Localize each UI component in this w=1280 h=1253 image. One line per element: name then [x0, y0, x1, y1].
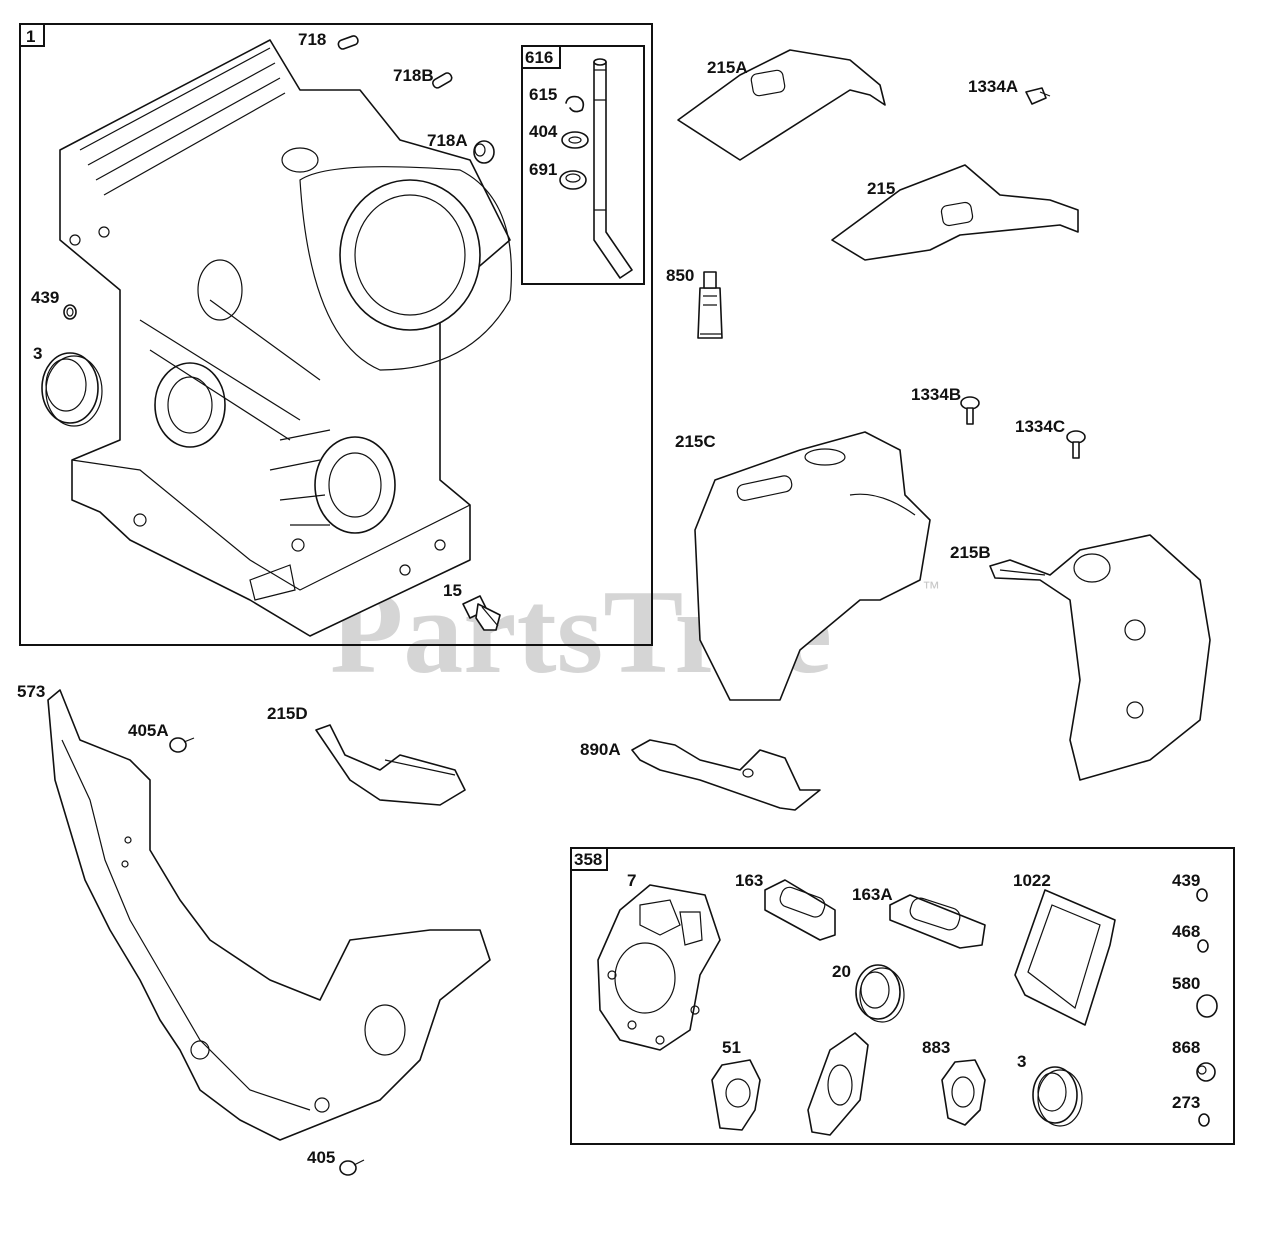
part-439-o-ring[interactable] [63, 304, 77, 320]
label-20: 20 [832, 962, 851, 981]
part-3-oil-seal[interactable] [41, 352, 103, 427]
label-404: 404 [529, 122, 558, 141]
part-718-dowel-pin[interactable] [337, 35, 359, 50]
label-850: 850 [666, 266, 694, 285]
label-15: 15 [443, 581, 462, 600]
part-573-blower-housing-base[interactable] [47, 689, 491, 1141]
part-215-air-guide[interactable] [831, 164, 1079, 261]
part-1334b-screw[interactable] [960, 396, 980, 425]
part-718b-dowel-pin[interactable] [431, 72, 453, 90]
crank-bearing [154, 362, 226, 448]
part-468-o-ring[interactable] [1197, 939, 1209, 953]
group-616-label: 616 [525, 48, 553, 67]
label-3-kit: 3 [1017, 1052, 1026, 1071]
label-215d: 215D [267, 704, 308, 723]
part-1022-valve-cover-gasket[interactable] [1014, 889, 1116, 1026]
part-850-sealant-tube[interactable] [697, 271, 723, 339]
part-718a-bushing[interactable] [473, 140, 495, 164]
part-215b-blower-housing-shield[interactable] [989, 534, 1211, 781]
label-868: 868 [1172, 1038, 1200, 1057]
intake-manifold-gasket[interactable] [807, 1032, 869, 1136]
label-1334b: 1334B [911, 385, 961, 404]
part-405-screw[interactable] [339, 1159, 365, 1176]
part-3-oil-seal-kit[interactable] [1032, 1066, 1083, 1127]
label-718b: 718B [393, 66, 434, 85]
label-215a: 215A [707, 58, 748, 77]
part-51-intake-gasket[interactable] [711, 1059, 761, 1131]
label-163a: 163A [852, 885, 893, 904]
part-883-breather-gasket[interactable] [941, 1059, 986, 1126]
label-718: 718 [298, 30, 326, 49]
label-1334c: 1334C [1015, 417, 1065, 436]
label-273: 273 [1172, 1093, 1200, 1112]
group-1-label: 1 [26, 27, 35, 46]
label-1022: 1022 [1013, 871, 1051, 890]
part-215a-air-guide[interactable] [677, 49, 886, 161]
group-1-tag [19, 23, 45, 47]
label-468: 468 [1172, 922, 1200, 941]
cylinder-bore [339, 179, 481, 331]
label-439-left: 439 [31, 288, 59, 307]
part-890a-bracket[interactable] [631, 739, 821, 811]
label-883: 883 [922, 1038, 950, 1057]
label-215c: 215C [675, 432, 716, 451]
watermark-trademark: ™ [922, 578, 940, 598]
part-405a-screw[interactable] [169, 737, 195, 753]
label-580: 580 [1172, 974, 1200, 993]
label-215b: 215B [950, 543, 991, 562]
label-890a: 890A [580, 740, 621, 759]
group-358-tag [570, 847, 608, 871]
label-215: 215 [867, 179, 895, 198]
part-273-o-ring[interactable] [1198, 1113, 1210, 1127]
part-1334a-screw[interactable] [1025, 87, 1051, 105]
group-616-frame [521, 45, 645, 285]
part-1334c-screw[interactable] [1066, 430, 1086, 459]
label-7: 7 [627, 871, 636, 890]
part-580-o-ring[interactable] [1196, 994, 1218, 1018]
group-1-frame [19, 23, 653, 646]
group-358-frame [570, 847, 1235, 1145]
part-20-oil-seal[interactable] [855, 964, 905, 1023]
label-573: 573 [17, 682, 45, 701]
label-51: 51 [722, 1038, 741, 1057]
part-439-o-ring-kit[interactable] [1196, 888, 1208, 902]
dipstick-tube[interactable] [593, 58, 633, 279]
part-7-cylinder-head-gasket[interactable] [597, 884, 721, 1051]
group-616-tag [521, 45, 561, 69]
label-615: 615 [529, 85, 557, 104]
part-404-washer[interactable] [561, 131, 589, 149]
label-405: 405 [307, 1148, 335, 1167]
label-405a: 405A [128, 721, 169, 740]
part-163a-exhaust-gasket[interactable] [889, 894, 986, 949]
part-15-screw[interactable] [462, 595, 501, 631]
label-718a: 718A [427, 131, 468, 150]
label-1334a: 1334A [968, 77, 1018, 96]
part-868-seal[interactable] [1196, 1062, 1216, 1082]
part-215c-blower-housing-shield[interactable] [694, 431, 931, 701]
part-615-retaining-ring[interactable] [565, 95, 585, 113]
label-163: 163 [735, 871, 763, 890]
engine-block[interactable] [59, 39, 513, 637]
label-3-left: 3 [33, 344, 42, 363]
part-691-grommet[interactable] [559, 170, 587, 190]
part-215d-bracket[interactable] [315, 724, 466, 806]
label-691: 691 [529, 160, 557, 179]
part-163-exhaust-gasket[interactable] [764, 879, 836, 941]
group-358-label: 358 [574, 850, 602, 869]
label-439-kit: 439 [1172, 871, 1200, 890]
